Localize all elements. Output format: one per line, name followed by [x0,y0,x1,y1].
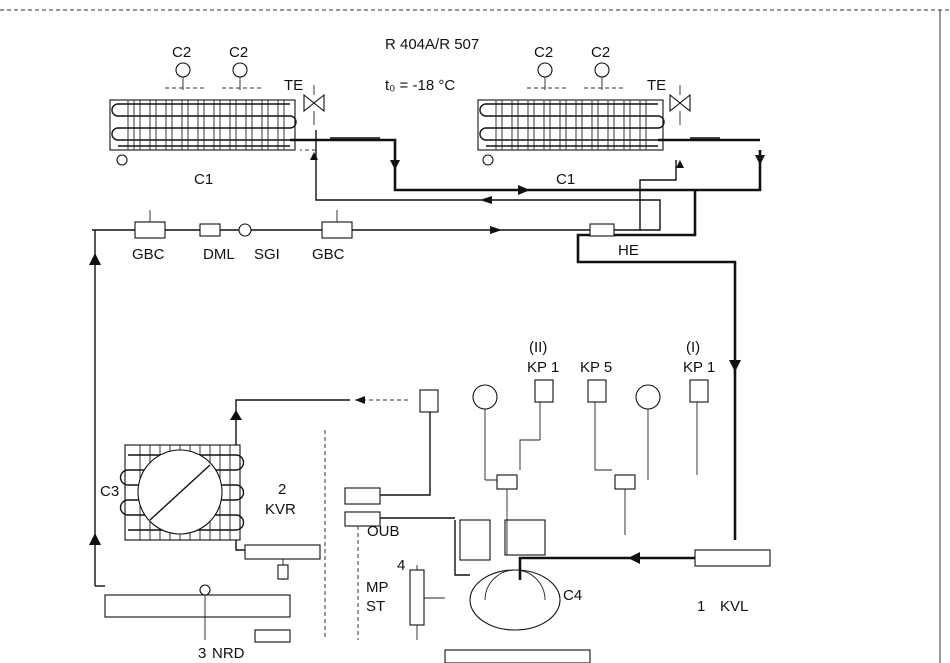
label-gbc-2: GBC [312,246,345,263]
evaporator-left [109,62,325,166]
label-te-right: TE [647,77,666,94]
pressure-controls [472,379,709,555]
evaporator-coil-right [477,99,664,151]
label-kvr-num: 2 [278,481,286,498]
label-st: ST [366,598,385,615]
condenser [119,396,410,551]
evaporator-coil-left [109,99,296,151]
gbc-valve-2 [321,221,353,239]
receiver-tank [104,594,291,618]
kvr-valve [244,544,321,580]
suction-line [290,138,765,540]
evaporator-right [477,62,691,166]
dml-filter [199,223,221,237]
label-c2-right-2: C2 [591,44,610,61]
solenoid-valve [419,389,439,413]
kp5-switch [587,379,607,403]
label-kp1-i: KP 1 [683,359,715,376]
te-valve-left [303,85,325,125]
label-c1-left: C1 [194,171,213,188]
label-kp1-ii-tag: (II) [529,339,547,356]
receiver [95,584,291,643]
label-mp: MP [366,579,389,596]
label-te-left: TE [284,77,303,94]
liquid-line-components [134,210,615,239]
temperature-label: t₀ = -18 °C [385,77,455,94]
kp1-i-switch [689,379,709,403]
label-c4: C4 [563,587,582,604]
sgi-sight-glass [238,223,252,237]
label-c1-right: C1 [556,171,575,188]
compressor-body [469,569,561,631]
label-he: HE [618,242,639,259]
fan-c2-right-1 [537,62,553,78]
label-nrd: NRD [212,645,245,662]
label-c2-left-2: C2 [229,44,248,61]
label-c2-right-1: C2 [534,44,553,61]
fan-c2-right-2 [594,62,610,78]
he-heat-exchanger [589,223,615,237]
te-valve-right [669,85,691,125]
label-sgi: SGI [254,246,280,263]
label-kvr: KVR [265,501,296,518]
label-kvl: KVL [720,598,748,615]
label-nrd-num: 3 [198,645,206,662]
label-c2-left-1: C2 [172,44,191,61]
label-kp1-i-tag: (I) [686,339,700,356]
oil-separator-part [459,519,491,561]
label-kvl-num: 1 [697,598,705,615]
refrigerant-label: R 404A/R 507 [385,36,479,53]
compressor [444,519,771,663]
gauge-left [472,384,498,410]
label-kp5: KP 5 [580,359,612,376]
oub-separator [324,389,455,640]
label-c3: C3 [100,483,119,500]
kp1-ii-switch [534,379,554,403]
fan-c2-left-2 [232,62,248,78]
drain-right [482,154,494,166]
label-kp1-ii: KP 1 [527,359,559,376]
compressor-base [444,649,591,663]
label-oub: OUB [367,523,400,540]
label-gbc-1: GBC [132,246,165,263]
drain-left [116,154,128,166]
kvl-valve [694,549,771,567]
fan-c2-left-1 [175,62,191,78]
label-dml: DML [203,246,235,263]
gauge-right [635,384,661,410]
gbc-valve-1 [134,221,166,239]
nrd-valve [254,629,291,643]
label-mp-num: 4 [397,557,405,574]
mp-st-unit [409,565,445,640]
